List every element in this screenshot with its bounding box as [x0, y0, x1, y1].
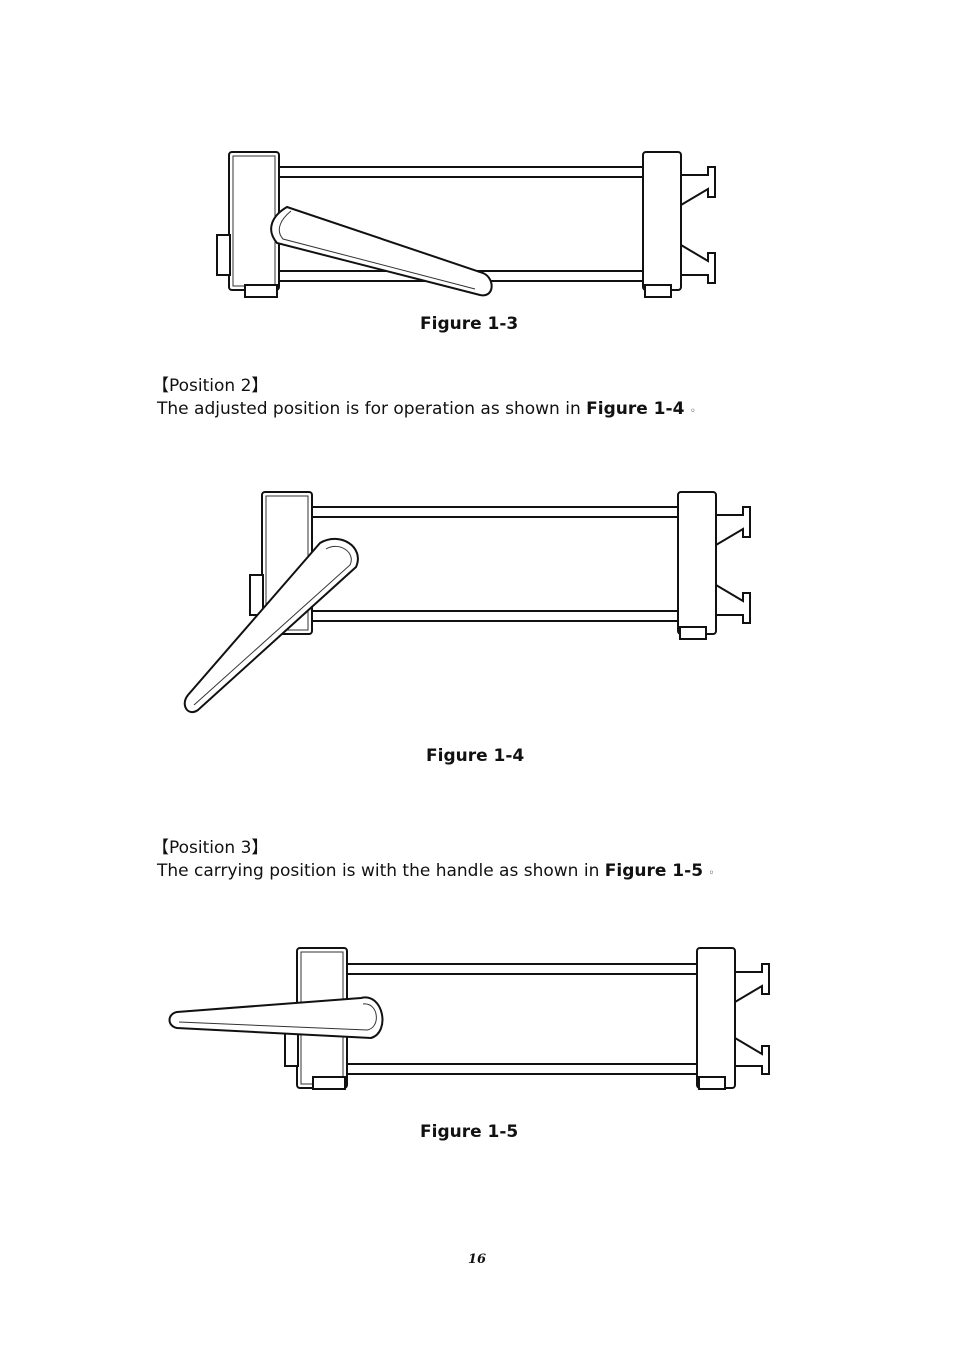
figure-1-3-drawing — [205, 145, 725, 305]
figure-1-5-caption: Figure 1-5 — [420, 1122, 519, 1142]
position-2-end-mark: ◦ — [689, 406, 696, 417]
figure-1-4-drawing — [180, 485, 760, 720]
figure-1-5-ref: Figure 1-5 — [604, 861, 704, 881]
position-3-sentence: The carrying position is with the handle… — [157, 861, 605, 881]
figure-1-5-drawing — [165, 942, 775, 1097]
figure-1-3-caption: Figure 1-3 — [420, 314, 519, 334]
figure-1-4-caption: Figure 1-4 — [426, 746, 525, 766]
position-2-sentence: The adjusted position is for operation a… — [157, 399, 587, 419]
position-3-heading: 【Position 3】 — [152, 838, 269, 858]
position-3-text: The carrying position is with the handle… — [157, 861, 714, 881]
position-2-text: The adjusted position is for operation a… — [157, 399, 696, 419]
figure-1-4-ref: Figure 1-4 — [586, 399, 685, 419]
position-2-heading: 【Position 2】 — [152, 376, 269, 396]
page-number: 16 — [467, 1252, 487, 1267]
position-3-end-mark: ◦ — [708, 868, 715, 879]
